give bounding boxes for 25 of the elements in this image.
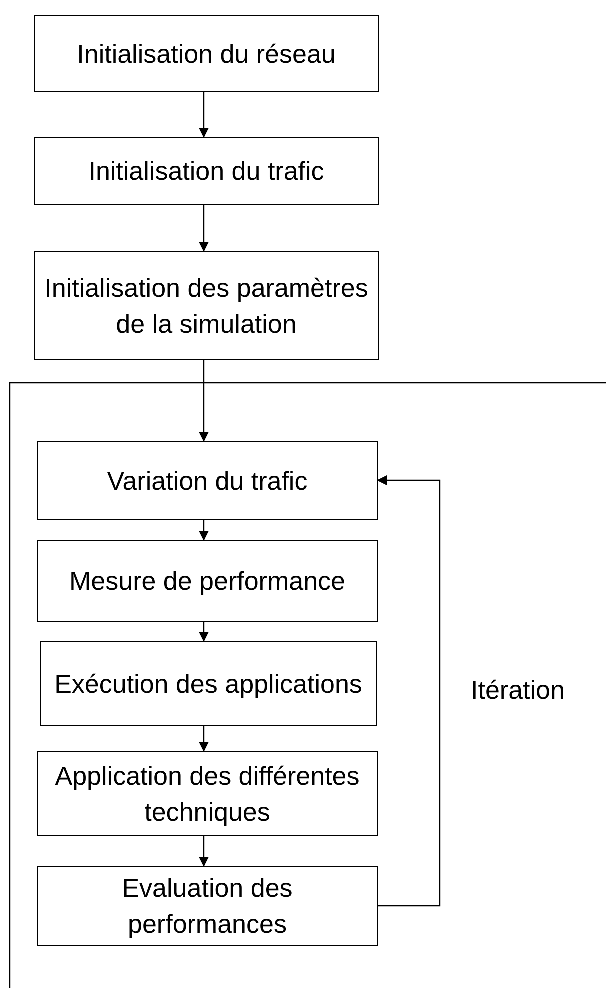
arrow [199, 360, 209, 442]
arrow [199, 726, 209, 752]
box-label: Exécution des applications [54, 668, 362, 700]
arrow [377, 476, 441, 907]
arrow [199, 205, 209, 252]
box-label: Mesure de performance [69, 565, 346, 598]
process-box [34, 137, 379, 205]
arrow [199, 836, 209, 867]
process-box [37, 441, 378, 520]
process-box [34, 15, 379, 92]
box-label: Variation du trafic [107, 464, 308, 498]
arrow [199, 622, 209, 642]
process-box [37, 866, 378, 946]
process-box [40, 641, 377, 726]
box-label: Evaluation des performances [121, 872, 294, 941]
process-box [34, 251, 379, 360]
process-box [37, 540, 378, 622]
arrow [199, 92, 209, 138]
box-label: Initialisation du trafic [88, 155, 324, 188]
loop-label: Itération [471, 674, 565, 707]
arrow [199, 520, 209, 541]
box-label: Initialisation des paramètres de la simulation [44, 272, 370, 340]
process-box [37, 751, 378, 836]
box-label: Application des différentes techniques [54, 760, 361, 828]
box-label: Initialisation du réseau [77, 38, 336, 70]
